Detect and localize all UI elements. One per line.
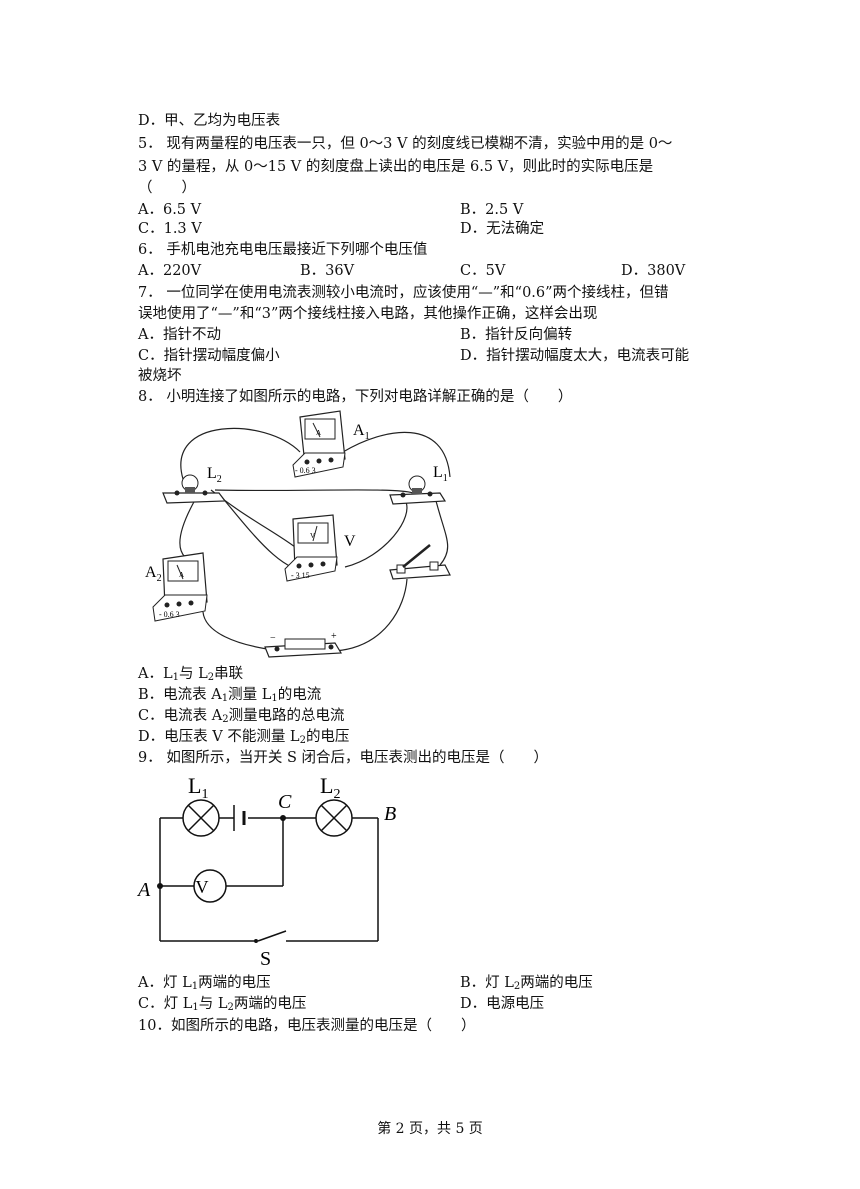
- q8-option-c: C．电流表 A2测量电路的总电流: [138, 708, 345, 725]
- q8-circuit-figure: A - 0.6 3 A1 L2 L1 V - 3 15 V: [145, 410, 451, 658]
- q6-stem: 6． 手机电池充电电压最接近下列哪个电压值: [138, 242, 428, 258]
- label-l1: L1: [188, 773, 208, 802]
- q8-stem: 8． 小明连接了如图所示的电路，下列对电路详解正确的是（ ）: [138, 389, 573, 405]
- battery: − +: [264, 631, 343, 658]
- q6-option-b: B．36V: [300, 263, 355, 279]
- q6-option-a: A．220V: [138, 263, 202, 279]
- svg-text:V: V: [310, 532, 315, 540]
- svg-text:+: +: [331, 631, 337, 642]
- q7-stem-line1: 7． 一位同学在使用电流表测较小电流时，应该使用“—”和“0.6”两个接线柱，但…: [138, 285, 669, 301]
- q9-option-b: B．灯 L2两端的电压: [460, 975, 593, 992]
- q7-option-d-cont: 被烧坏: [138, 368, 182, 384]
- q5-option-c: C．1.3 V: [138, 221, 202, 237]
- q9-option-a: A．灯 L1两端的电压: [138, 975, 271, 992]
- q6-option-d: D．380V: [621, 263, 686, 279]
- q8-option-a: A．L1与 L2串联: [138, 666, 244, 683]
- voltmeter-label: V: [196, 877, 209, 897]
- q7-option-c: C．指针摆动幅度偏小: [138, 348, 280, 364]
- label-l1: L1: [433, 464, 448, 484]
- q7-option-a: A．指针不动: [138, 327, 221, 343]
- label-a2: A2: [145, 564, 162, 584]
- q5-stem-line3: （ ）: [138, 180, 196, 196]
- ammeter-a1: A - 0.6 3: [292, 410, 346, 478]
- voltmeter-symbol: [193, 869, 227, 903]
- q7-stem-line2: 误地使用了“—”和“3”两个接线柱接入电路，其他操作正确，这样会出现: [138, 306, 598, 322]
- q9-stem: 9． 如图所示，当开关 S 闭合后，电压表测出的电压是（ ）: [138, 750, 548, 766]
- svg-text:A: A: [179, 571, 184, 579]
- q6-option-c: C．5V: [460, 263, 506, 279]
- q9-option-c: C．灯 L1与 L2两端的电压: [138, 996, 307, 1013]
- ammeter-a2: A - 0.6 3: [152, 552, 208, 622]
- node-c: C: [278, 791, 292, 813]
- svg-text:- 0.6 3: - 0.6 3: [295, 466, 316, 475]
- svg-text:- 0.6 3: - 0.6 3: [159, 610, 180, 619]
- label-l2: L2: [207, 465, 222, 485]
- node-b: B: [384, 803, 396, 825]
- label-v: V: [344, 533, 356, 550]
- q9-option-d: D．电源电压: [460, 996, 545, 1012]
- page-footer: 第 2 页，共 5 页: [377, 1121, 483, 1137]
- q8-option-d: D．电压表 V 不能测量 L2的电压: [138, 729, 350, 746]
- lamp-l2-symbol: [315, 799, 353, 837]
- svg-text:A: A: [316, 429, 321, 437]
- q5-stem-line1: 5． 现有两量程的电压表一只，但 0～3 V 的刻度线已模糊不清，实验中用的是 …: [138, 136, 673, 152]
- q5-option-b: B．2.5 V: [460, 202, 524, 218]
- q10-stem: 10．如图所示的电路，电压表测量的电压是（ ）: [138, 1018, 476, 1034]
- q7-option-b: B．指针反向偏转: [460, 327, 573, 343]
- q5-option-d: D．无法确定: [460, 221, 545, 237]
- switch-label: S: [260, 948, 271, 970]
- label-a1: A1: [353, 422, 370, 442]
- q8-option-b: B．电流表 A1测量 L1的电流: [138, 687, 322, 704]
- voltmeter-v: V - 3 15: [284, 514, 338, 582]
- lamp-l1-symbol: [182, 799, 220, 837]
- q5-option-a: A．6.5 V: [138, 202, 202, 218]
- q7-option-d: D．指针摆动幅度太大，电流表可能: [460, 348, 690, 364]
- q9-circuit-figure: V L1 L2 C B A S: [136, 773, 396, 970]
- q4-option-d: D．甲、乙均为电压表: [138, 113, 281, 129]
- node-a: A: [136, 879, 151, 901]
- svg-text:- 3 15: - 3 15: [291, 571, 310, 580]
- label-l2: L2: [320, 773, 340, 802]
- lamp-l2: [162, 474, 227, 504]
- svg-text:−: −: [270, 633, 276, 644]
- q5-stem-line2: 3 V 的量程，从 0～15 V 的刻度盘上读出的电压是 6.5 V，则此时的实…: [138, 159, 654, 175]
- lamp-l1: [389, 475, 447, 505]
- switch: [389, 544, 451, 580]
